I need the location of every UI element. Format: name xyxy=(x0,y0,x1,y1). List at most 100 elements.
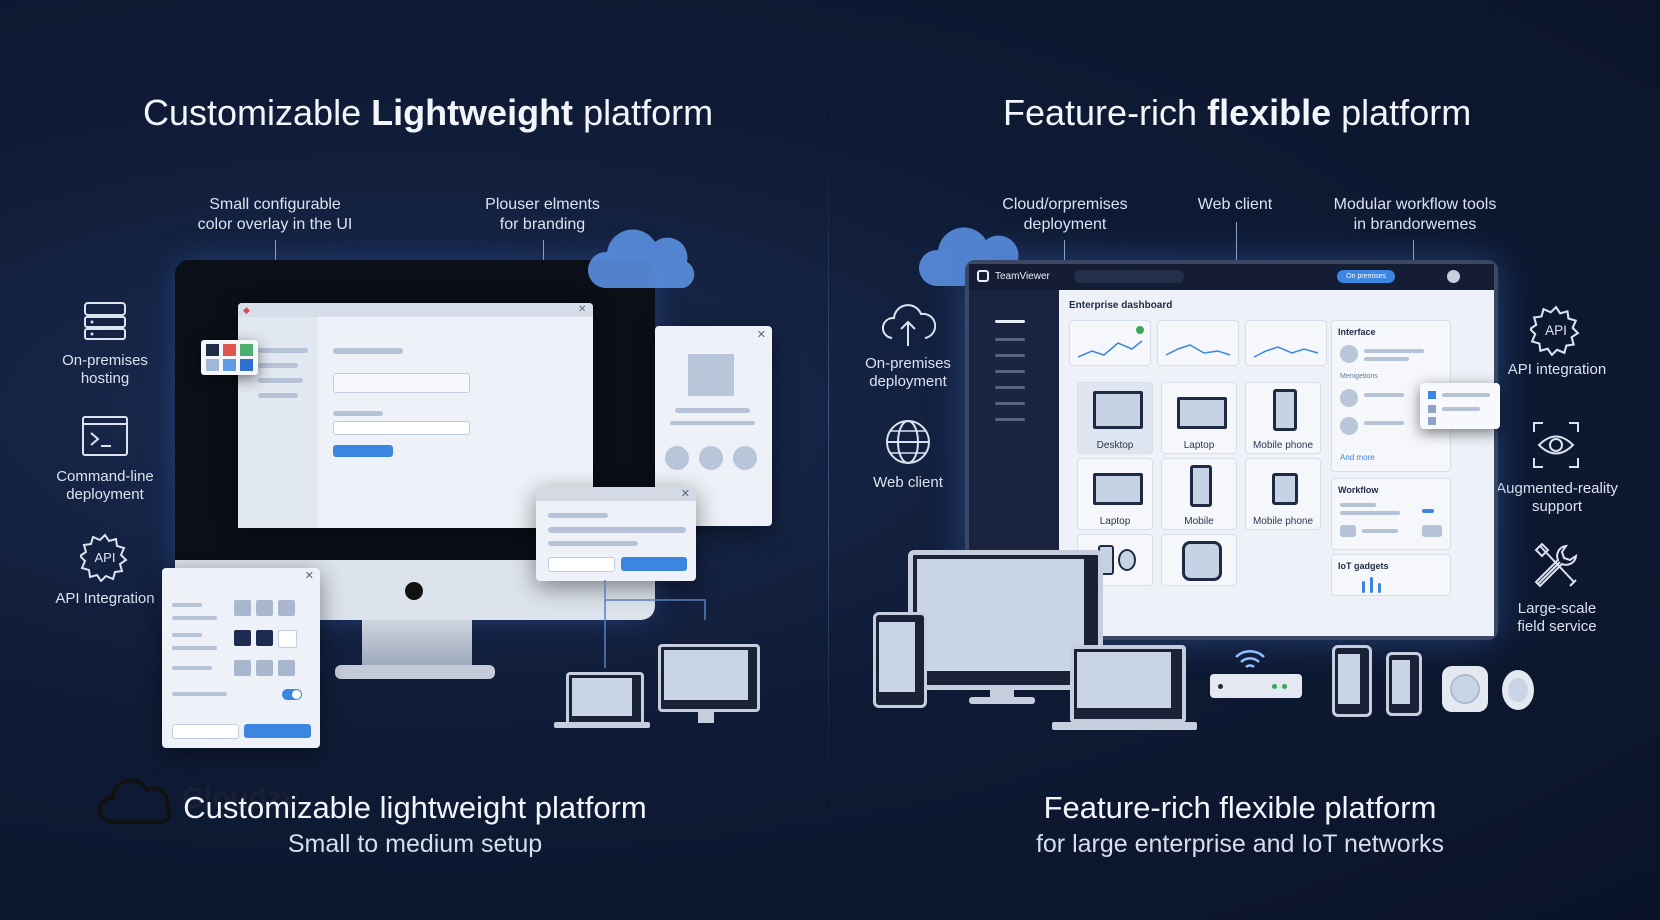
callout-web-client: Web client xyxy=(1197,196,1273,213)
swatch[interactable] xyxy=(206,359,219,371)
sidebar-item[interactable] xyxy=(995,402,1025,405)
swatch[interactable] xyxy=(256,660,273,676)
desktop-device xyxy=(658,644,760,712)
sidebar-item[interactable] xyxy=(995,418,1025,421)
text-line xyxy=(172,633,202,637)
device-card-hub[interactable] xyxy=(1161,534,1237,586)
smartwatch-device xyxy=(1502,670,1534,710)
phone-device xyxy=(873,612,927,708)
swatch[interactable] xyxy=(234,660,251,676)
swatch[interactable] xyxy=(278,630,297,648)
swatch[interactable] xyxy=(234,630,251,646)
text-line xyxy=(548,513,608,518)
color-palette[interactable] xyxy=(201,340,258,375)
circle-element xyxy=(733,446,757,470)
dialog-titlebar xyxy=(536,487,696,501)
feature-label-cli: Command-line deployment xyxy=(56,468,154,503)
text-line xyxy=(670,421,755,425)
dialog-cancel-button[interactable] xyxy=(548,557,615,572)
cloudzy-logo-icon xyxy=(98,778,172,824)
left-headline: Customizable Lightweight platform xyxy=(143,92,714,133)
sidebar-item[interactable] xyxy=(995,320,1025,323)
right-bottom-subtitle: for large enterprise and IoT networks xyxy=(1035,830,1445,858)
dashboard-monitor: TeamViewer On premises Enterprise dashbo… xyxy=(965,260,1498,640)
device-card-laptop[interactable]: Laptop xyxy=(1161,382,1237,454)
stat-card[interactable] xyxy=(1069,320,1151,366)
swatch[interactable] xyxy=(240,359,253,371)
search-input[interactable] xyxy=(1074,270,1184,283)
swatch[interactable] xyxy=(278,660,295,676)
feature-label-api-integration: API integration xyxy=(1507,361,1607,378)
stat-card[interactable] xyxy=(1245,320,1327,366)
swatch[interactable] xyxy=(278,600,295,616)
toggle-switch[interactable] xyxy=(282,689,302,700)
dialog-ok-button[interactable] xyxy=(621,557,687,571)
feature-label-ar: Augmented-reality support xyxy=(1496,480,1618,515)
sidebar-item[interactable] xyxy=(995,386,1025,389)
text-line xyxy=(548,527,686,533)
close-icon[interactable]: ✕ xyxy=(304,570,314,582)
feature-label-web-client: Web client xyxy=(873,474,943,491)
swatch[interactable] xyxy=(223,359,236,371)
callout-branding: Plouser elments for branding xyxy=(485,196,600,233)
device-card-mobile[interactable]: Mobile xyxy=(1161,458,1237,530)
desktop-stand xyxy=(698,711,714,723)
browser-logo-icon: ◆ xyxy=(243,305,250,315)
router-device xyxy=(1210,674,1302,698)
menu-popup[interactable] xyxy=(1420,383,1500,429)
device-card-desktop[interactable]: Desktop xyxy=(1077,382,1153,454)
sidebar-item[interactable] xyxy=(995,338,1025,341)
device-card-mobile-phone[interactable]: Mobile phone xyxy=(1245,382,1321,454)
close-icon[interactable]: ✕ xyxy=(578,304,587,315)
stat-card[interactable] xyxy=(1157,320,1239,366)
swatch[interactable] xyxy=(240,344,253,356)
settings-cancel-button[interactable] xyxy=(172,724,239,739)
feature-label-api: API Integration xyxy=(55,590,155,607)
api-gear-icon: API xyxy=(80,533,128,582)
form-submit-button[interactable] xyxy=(333,445,393,457)
browser-window: ◆ ✕ xyxy=(238,303,593,528)
right-headline: Feature-rich flexible platform xyxy=(1003,92,1472,133)
desktop-base xyxy=(969,697,1035,704)
workflow-card[interactable]: Workflow xyxy=(1331,478,1451,550)
swatch[interactable] xyxy=(234,600,251,616)
brand-name: TeamViewer xyxy=(995,271,1050,282)
form-select[interactable] xyxy=(333,373,470,393)
form-input[interactable] xyxy=(333,421,470,435)
feature-label-hosting: On-premises hosting xyxy=(62,352,148,387)
settings-save-button[interactable] xyxy=(244,724,311,738)
desktop-stand xyxy=(990,685,1014,699)
text-line xyxy=(548,541,638,546)
sidebar-line xyxy=(258,393,298,398)
close-icon[interactable]: ✕ xyxy=(756,329,766,341)
dashboard-topbar: TeamViewer On premises xyxy=(969,264,1494,290)
sidebar-item[interactable] xyxy=(995,370,1025,373)
swatch[interactable] xyxy=(256,600,273,616)
avatar[interactable] xyxy=(1447,270,1460,283)
swatch[interactable] xyxy=(206,344,219,356)
right-bottom-title: Feature-rich flexible platform xyxy=(1043,790,1437,825)
iot-gadgets-card[interactable]: IoT gadgets xyxy=(1331,554,1451,596)
globe-icon xyxy=(886,420,930,464)
swatch[interactable] xyxy=(256,630,273,646)
laptop-device xyxy=(566,672,644,728)
deployment-badge[interactable]: On premises xyxy=(1337,270,1395,283)
laptop-device xyxy=(1070,645,1186,723)
phone-device xyxy=(1332,645,1372,717)
tools-icon xyxy=(1534,542,1578,588)
monitor-base xyxy=(335,665,495,679)
form-label xyxy=(333,348,403,354)
teamviewer-logo-icon xyxy=(977,270,989,282)
feature-label-onprem: On-premises deployment xyxy=(865,355,951,390)
device-card-laptop-2[interactable]: Laptop xyxy=(1077,458,1153,530)
image-placeholder xyxy=(688,354,734,396)
center-divider xyxy=(828,110,829,810)
svg-text:API: API xyxy=(95,550,116,565)
device-card-mobile-phone-2[interactable]: Mobile phone xyxy=(1245,458,1321,530)
laptop-base xyxy=(1052,722,1197,730)
callout-line xyxy=(1064,240,1065,270)
sidebar-item[interactable] xyxy=(995,354,1025,357)
close-icon[interactable]: ✕ xyxy=(680,488,690,500)
swatch[interactable] xyxy=(223,344,236,356)
circle-element xyxy=(699,446,723,470)
